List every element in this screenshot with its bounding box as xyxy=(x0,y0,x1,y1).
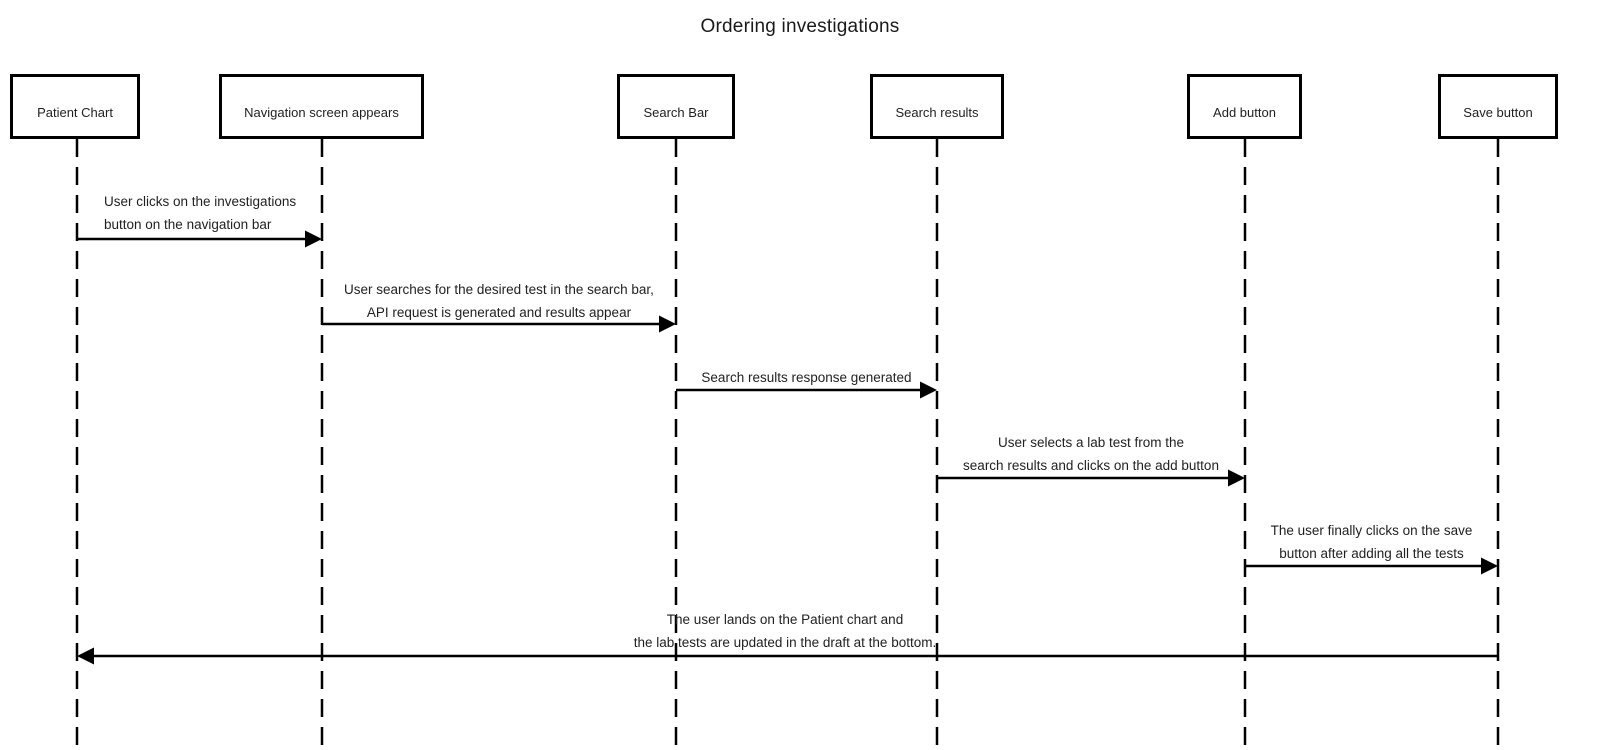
participant-box-patient-chart[interactable]: Patient Chart xyxy=(10,74,140,139)
participant-label-save-button: Save button xyxy=(1463,104,1533,120)
message-label-msg-5: The user finally clicks on the save butto… xyxy=(1245,519,1498,565)
message-label-line: User clicks on the investigations xyxy=(104,194,297,209)
participant-box-search-bar[interactable]: Search Bar xyxy=(617,74,735,139)
participant-box-save-button[interactable]: Save button xyxy=(1438,74,1558,139)
participant-label-navigation-screen: Navigation screen appears xyxy=(244,104,399,120)
message-label-line: User searches for the desired test in th… xyxy=(344,282,654,297)
message-label-msg-1: User clicks on the investigations button … xyxy=(104,190,296,236)
arrow-head-msg-2 xyxy=(659,315,676,333)
message-label-line: The user finally clicks on the save xyxy=(1270,523,1473,538)
arrows-layer xyxy=(77,230,1498,665)
participant-box-add-button[interactable]: Add button xyxy=(1187,74,1302,139)
arrow-head-msg-4 xyxy=(1228,469,1245,487)
participant-box-search-results[interactable]: Search results xyxy=(870,74,1004,139)
arrow-head-msg-5 xyxy=(1481,557,1498,575)
arrow-head-msg-1 xyxy=(305,230,322,248)
message-label-line: Search results response generated xyxy=(701,370,912,385)
message-label-msg-6: The user lands on the Patient chart and t… xyxy=(560,608,1010,654)
participant-box-navigation-screen[interactable]: Navigation screen appears xyxy=(219,74,424,139)
message-label-msg-4: User selects a lab test from the search r… xyxy=(937,431,1245,477)
message-label-line: button after adding all the tests xyxy=(1279,546,1464,561)
message-label-line: search results and clicks on the add but… xyxy=(963,458,1219,473)
message-label-msg-3: Search results response generated xyxy=(676,366,937,389)
participant-label-search-bar: Search Bar xyxy=(643,104,709,120)
lifelines-layer xyxy=(75,139,1500,750)
participant-label-patient-chart: Patient Chart xyxy=(37,104,113,120)
arrow-head-msg-3 xyxy=(920,381,937,399)
page-title: Ordering investigations xyxy=(700,16,900,37)
message-label-msg-2: User searches for the desired test in th… xyxy=(322,278,676,324)
message-label-line: the lab tests are updated in the draft a… xyxy=(633,635,937,650)
participant-label-add-button: Add button xyxy=(1213,104,1276,120)
participant-label-search-results: Search results xyxy=(895,104,979,120)
message-label-line: button on the navigation bar xyxy=(104,217,272,232)
message-label-line: API request is generated and results app… xyxy=(366,305,632,320)
message-label-line: User selects a lab test from the xyxy=(997,435,1185,450)
arrow-head-msg-6 xyxy=(77,647,94,665)
message-label-line: The user lands on the Patient chart and xyxy=(666,612,904,627)
